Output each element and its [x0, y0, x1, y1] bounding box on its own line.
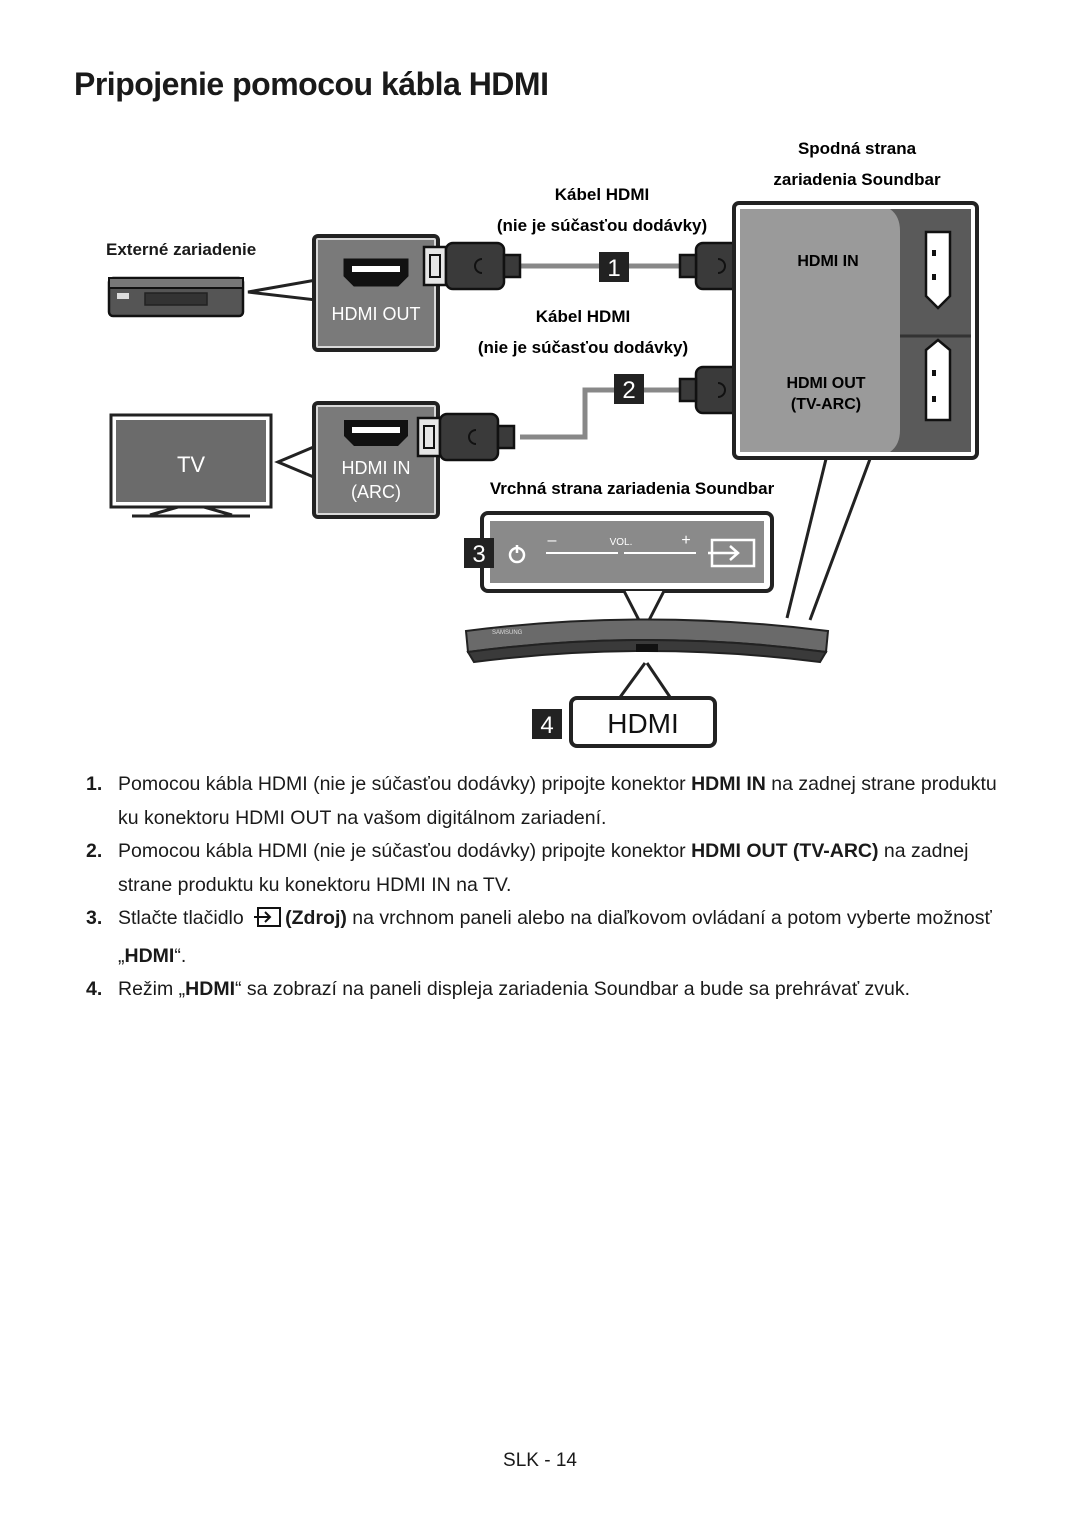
instruction-list: 1.Pomocou kábla HDMI (nie je súčasťou do… — [86, 768, 1006, 1007]
external-device-icon — [107, 276, 245, 318]
soundbar-top-panel — [480, 511, 774, 634]
cable2-plug-left — [416, 412, 516, 462]
tv-icon — [109, 413, 273, 518]
soundbar-tv-arc-label: (TV-ARC) — [791, 396, 861, 413]
source-icon — [252, 906, 282, 940]
page-title: Pripojenie pomocou kábla HDMI — [74, 66, 549, 102]
step-2-marker: 2 — [614, 374, 644, 404]
tv-arc-label: (ARC) — [351, 482, 401, 502]
soundbar-hdmi-out-label: HDMI OUT — [786, 375, 865, 392]
top-side-label: Vrchná strana zariadenia Soundbar — [490, 479, 775, 498]
display-callout — [569, 696, 717, 748]
panel-minus: – — [548, 532, 557, 549]
cable1-plug-left — [422, 241, 522, 291]
step-1-marker: 1 — [599, 252, 629, 282]
tv-label: TV — [177, 452, 205, 477]
step-4-marker: 4 — [532, 709, 562, 739]
external-device-label: Externé zariadenie — [106, 240, 256, 259]
panel-plus: + — [681, 532, 690, 549]
cable1-label: Kábel HDMI — [555, 185, 649, 204]
soundbar-bottom-panel — [732, 201, 979, 460]
soundbar-hdmi-in-label: HDMI IN — [797, 253, 858, 270]
display-text: HDMI — [607, 708, 679, 739]
step-item-3: 3.Stlačte tlačidlo (Zdroj) na vrchnom pa… — [86, 906, 992, 967]
device-hdmi-out-label: HDMI OUT — [332, 304, 421, 324]
tv-hdmi-in-port — [312, 401, 440, 519]
panel-vol: VOL. — [610, 537, 633, 548]
svg-text:3: 3 — [472, 541, 485, 568]
cable2-note: (nie je súčasťou dodávky) — [478, 338, 688, 357]
bottom-side-label-2: zariadenia Soundbar — [773, 170, 941, 189]
svg-text:4: 4 — [540, 712, 553, 739]
step-item-2: 2.Pomocou kábla HDMI (nie je súčasťou do… — [86, 840, 969, 896]
cable1-note: (nie je súčasťou dodávky) — [497, 216, 707, 235]
step-item-4: 4.Režim „HDMI“ sa zobrazí na paneli disp… — [86, 978, 911, 1000]
step-3-marker: 3 — [464, 538, 494, 568]
bottom-side-label-1: Spodná strana — [798, 139, 917, 158]
soundbar-body — [464, 618, 830, 664]
svg-text:2: 2 — [622, 377, 635, 404]
tv-hdmi-in-label: HDMI IN — [342, 458, 411, 478]
device-hdmi-out-port — [312, 234, 440, 352]
step-item-1: 1.Pomocou kábla HDMI (nie je súčasťou do… — [86, 773, 997, 829]
cable2-label: Kábel HDMI — [536, 307, 630, 326]
connection-diagram: Externé zariadenie HDMI OUT TV HDMI IN (… — [106, 139, 979, 748]
svg-text:1: 1 — [607, 255, 620, 282]
soundbar-brand: SAMSUNG — [492, 630, 523, 636]
page-footer: SLK - 14 — [503, 1450, 577, 1471]
